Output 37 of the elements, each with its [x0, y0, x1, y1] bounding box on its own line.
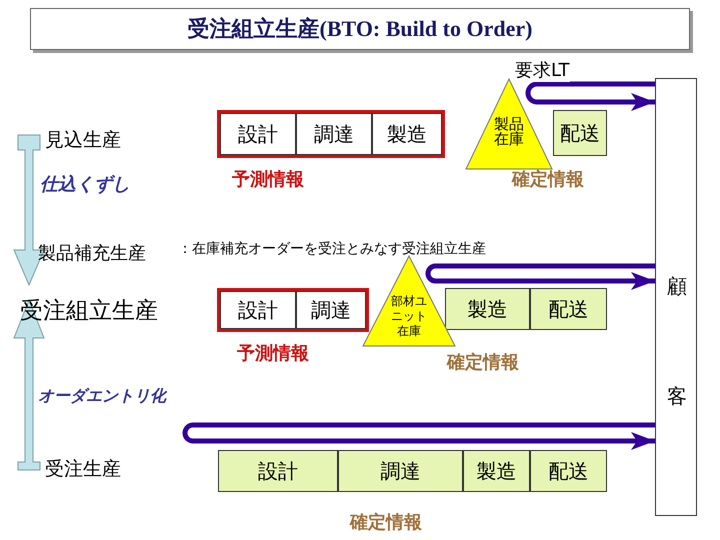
process-box: 調達 — [296, 113, 372, 155]
info-label: 確定情報 — [512, 168, 584, 191]
transition-label: 仕込くずし — [40, 173, 130, 196]
process-box: 製造 — [372, 113, 442, 155]
info-label: 予測情報 — [237, 342, 309, 365]
row-label: 製品補充生産 — [38, 242, 146, 265]
edge-label: 要求LT — [515, 58, 570, 82]
order-arrow — [426, 264, 655, 290]
process-box: 製造 — [445, 288, 530, 330]
info-label: 確定情報 — [447, 351, 519, 374]
forecast-frame — [217, 288, 369, 332]
customer-box — [655, 78, 697, 516]
process-box: 配送 — [553, 110, 607, 156]
process-box: 製造 — [463, 450, 530, 492]
info-label: 予測情報 — [232, 168, 304, 191]
row-label: 受注生産 — [45, 457, 121, 482]
process-box: 調達 — [338, 450, 463, 492]
process-box: 設計 — [220, 113, 296, 155]
info-label: 確定情報 — [350, 511, 422, 534]
process-box: 配送 — [530, 450, 607, 492]
node-text: 顧客 — [666, 273, 688, 410]
process-box: 調達 — [296, 291, 366, 329]
order-arrow — [184, 422, 655, 450]
process-box: 配送 — [530, 288, 607, 330]
node-text: 部材ユニット在庫 — [390, 294, 428, 339]
note-text: ：在庫補充オーダーを受注とみなす受注組立生産 — [178, 240, 486, 258]
process-box: 設計 — [220, 291, 296, 329]
title: 受注組立生産(BTO: Build to Order) — [30, 8, 690, 50]
node-text: 製品在庫 — [493, 116, 525, 147]
order-arrow — [526, 82, 655, 111]
inventory-triangle — [362, 255, 456, 347]
process-box: 設計 — [218, 450, 338, 492]
inventory-triangle — [465, 78, 553, 170]
transition-label: オーダエントリ化 — [38, 386, 166, 407]
row-label: 見込生産 — [45, 128, 121, 153]
forecast-frame — [217, 110, 445, 158]
row-label: 受注組立生産 — [20, 297, 158, 326]
